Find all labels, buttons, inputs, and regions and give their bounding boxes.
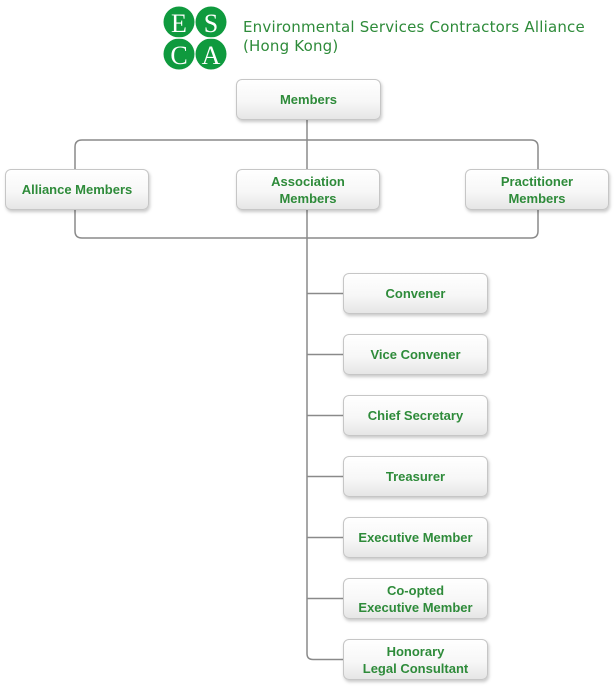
logo-circle-c [163, 38, 195, 70]
logo-letter-s: S [204, 9, 218, 38]
alliance-members-box-label-line: Alliance Members [21, 182, 133, 197]
convener-box: Convener [343, 273, 488, 314]
treasurer-box: Treasurer [343, 456, 488, 497]
esca-logo: E S C A [163, 6, 227, 70]
treasurer-box-label: Treasurer [386, 468, 445, 485]
co-opted-executive-member-box-label-line: Executive Member [358, 599, 473, 615]
org-name-line1: Environmental Services Contractors Allia… [243, 18, 585, 36]
practitioner-members-box-label-line: Members [508, 190, 566, 206]
chief-secretary-box-label: Chief Secretary [368, 407, 463, 424]
chief-secretary-box-label-line: Chief Secretary [367, 408, 464, 423]
practitioner-members-box-label-line: Practitioner [500, 173, 574, 189]
association-members-box-label-line: Members [279, 190, 337, 206]
convener-box-label: Convener [386, 285, 446, 302]
chief-secretary-box: Chief Secretary [343, 395, 488, 436]
logo-circle-a [195, 38, 227, 70]
logo-letter-c: C [170, 41, 187, 70]
logo-circle-e [163, 6, 195, 38]
executive-member-box-label-line: Executive Member [358, 530, 473, 545]
vice-convener-box: Vice Convener [343, 334, 488, 375]
vice-convener-box-label: Vice Convener [370, 346, 460, 363]
members-root-box-label: Members [280, 91, 337, 108]
members-root-box: Members [236, 79, 381, 120]
convener-box-label-line: Convener [385, 286, 446, 301]
logo-letter-a: A [202, 41, 221, 70]
co-opted-executive-member-box-label-line: Co-opted [386, 582, 445, 598]
vice-convener-box-label-line: Vice Convener [370, 347, 461, 362]
logo-circles [163, 6, 227, 70]
alliance-members-box: Alliance Members [5, 169, 149, 210]
org-name-line2: (Hong Kong) [243, 37, 339, 55]
executive-member-box-label: Executive Member [358, 529, 472, 546]
logo-letter-e: E [171, 9, 187, 38]
roles-spine-connector [306, 238, 343, 661]
logo-circle-s [195, 6, 227, 38]
executive-member-box: Executive Member [343, 517, 488, 558]
treasurer-box-label-line: Treasurer [385, 469, 446, 484]
org-name: Environmental Services Contractors Allia… [243, 18, 585, 56]
members-root-box-label-line: Members [279, 92, 338, 107]
alliance-members-box-label: Alliance Members [22, 181, 133, 198]
association-members-box-label-line: Association [271, 173, 345, 189]
honorary-legal-consultant-box-label-line: Legal Consultant [362, 660, 469, 676]
honorary-legal-consultant-box-label-line: Honorary [386, 643, 445, 659]
